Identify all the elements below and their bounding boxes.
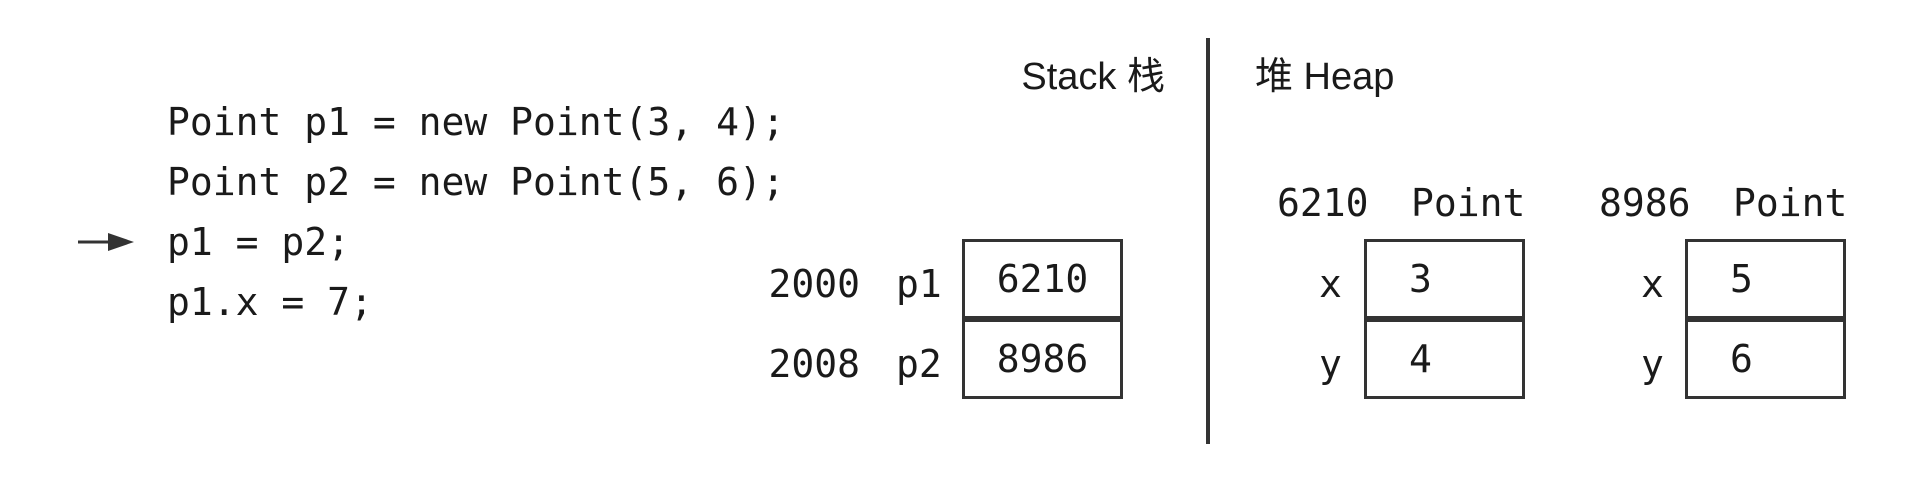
code-line: p1.x = 7; — [167, 280, 373, 324]
stack-title: Stack 栈 — [1021, 56, 1165, 98]
heap-field-name: y — [1641, 342, 1664, 386]
code-line: Point p1 = new Point(3, 4); — [167, 100, 785, 144]
heap-object-type: Point — [1733, 181, 1848, 225]
heap-object-address: 6210 — [1277, 181, 1369, 225]
heap-field-name: y — [1319, 342, 1342, 386]
heap-field-value: 3 — [1409, 257, 1432, 301]
stack-address: 2000 — [768, 262, 860, 306]
heap-field-cell: 3 — [1364, 239, 1525, 319]
stack-variable-name: p2 — [896, 342, 942, 386]
code-line: Point p2 = new Point(5, 6); — [167, 160, 785, 204]
stack-cell-value: 6210 — [996, 257, 1089, 301]
heap-field-cell: 4 — [1364, 319, 1525, 399]
heap-field-value: 4 — [1409, 337, 1432, 381]
stack-heap-divider — [1206, 38, 1210, 444]
heap-title: 堆 Heap — [1255, 56, 1395, 98]
heap-field-value: 5 — [1730, 257, 1753, 301]
stack-cell: 8986 — [962, 319, 1123, 399]
right-arrow-icon — [78, 233, 134, 251]
stack-address: 2008 — [768, 342, 860, 386]
heap-object-type: Point — [1411, 181, 1526, 225]
stack-cell-value: 8986 — [996, 337, 1089, 381]
heap-field-value: 6 — [1730, 337, 1753, 381]
heap-object-address: 8986 — [1599, 181, 1691, 225]
heap-field-cell: 5 — [1685, 239, 1846, 319]
heap-field-name: x — [1319, 262, 1342, 306]
code-line-current: p1 = p2; — [167, 220, 351, 264]
heap-field-name: x — [1641, 262, 1664, 306]
stack-variable-name: p1 — [896, 262, 942, 306]
heap-field-cell: 6 — [1685, 319, 1846, 399]
stack-cell: 6210 — [962, 239, 1123, 319]
